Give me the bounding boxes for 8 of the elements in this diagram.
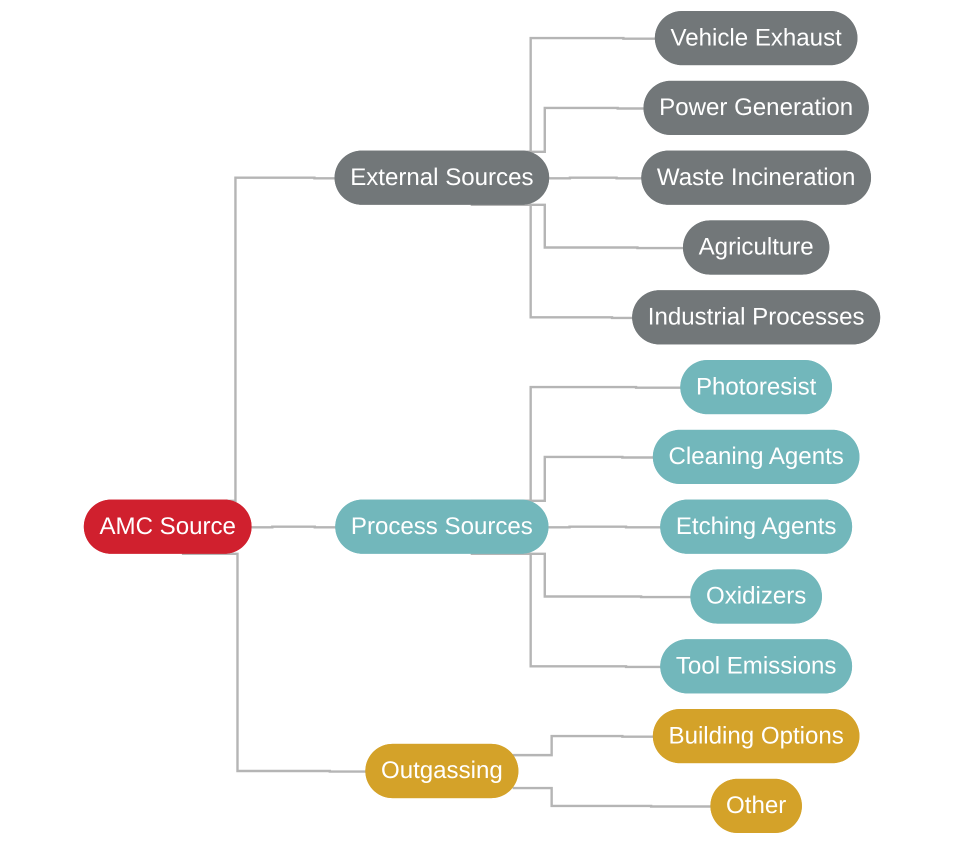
connector [470,552,662,668]
connector [182,552,367,773]
connector [252,526,336,528]
connector [470,204,634,320]
connector [548,526,662,528]
connector [549,176,642,180]
connector [512,734,654,756]
connector [512,786,712,808]
